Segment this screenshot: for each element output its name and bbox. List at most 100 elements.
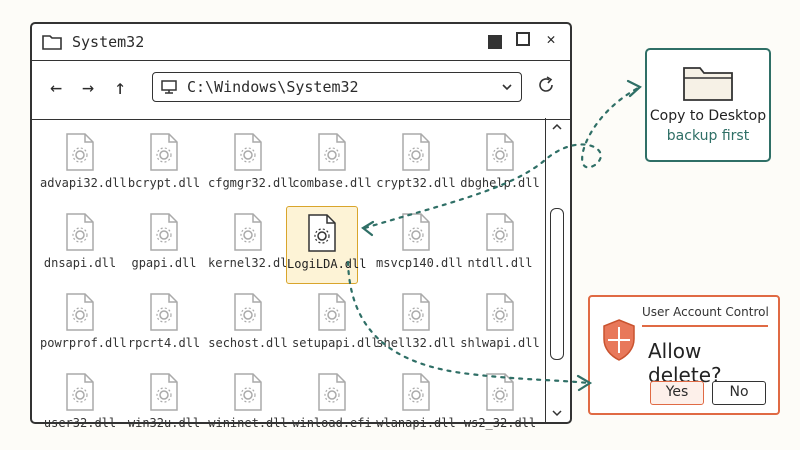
file-item[interactable]: bcrypt.dll xyxy=(124,132,204,204)
file-item[interactable]: setupapi.dll xyxy=(292,292,379,364)
file-item[interactable]: win32u.dll xyxy=(124,372,204,444)
dll-file-icon xyxy=(66,133,94,171)
minimize-button[interactable] xyxy=(488,32,502,49)
file-name: wininet.dll xyxy=(208,416,288,430)
dll-file-icon xyxy=(234,133,262,171)
file-name: LogiLDA.dll xyxy=(287,257,367,271)
file-name: rpcrt4.dll xyxy=(127,336,201,350)
forward-button[interactable]: → xyxy=(81,75,95,99)
file-item[interactable]: msvcp140.dll xyxy=(376,212,463,284)
file-item-selected[interactable]: LogiLDA.dll xyxy=(286,206,367,284)
dll-file-icon xyxy=(402,213,430,251)
file-item[interactable]: ws2_32.dll xyxy=(460,372,540,444)
dll-file-icon xyxy=(486,293,514,331)
file-name: msvcp140.dll xyxy=(376,256,463,270)
file-item[interactable]: advapi32.dll xyxy=(40,132,127,204)
file-name: crypt32.dll xyxy=(376,176,456,190)
yes-button[interactable]: Yes xyxy=(650,381,704,405)
computer-icon xyxy=(161,80,177,94)
dll-file-icon xyxy=(402,373,430,411)
dll-file-icon xyxy=(234,293,262,331)
dll-file-icon xyxy=(150,293,178,331)
file-name: ws2_32.dll xyxy=(463,416,537,430)
address-text: C:\Windows\System32 xyxy=(187,78,359,96)
file-name: dnsapi.dll xyxy=(43,256,117,270)
scroll-up-icon[interactable] xyxy=(551,122,563,132)
maximize-icon xyxy=(516,32,530,46)
file-item[interactable]: kernel32.dll xyxy=(208,212,295,284)
file-name: user32.dll xyxy=(43,416,117,430)
file-name: ntdll.dll xyxy=(467,256,533,270)
folder-icon xyxy=(683,67,733,101)
file-name: gpapi.dll xyxy=(131,256,197,270)
dll-file-icon xyxy=(66,213,94,251)
file-item[interactable]: cfgmgr32.dll xyxy=(208,132,295,204)
folder-icon xyxy=(42,35,62,50)
file-name: cfgmgr32.dll xyxy=(208,176,295,190)
file-name: advapi32.dll xyxy=(40,176,127,190)
up-button[interactable]: ↑ xyxy=(113,75,127,99)
navigation-bar: ← → ↑ C:\Windows\System32 xyxy=(32,60,570,120)
file-item[interactable]: winload.efi xyxy=(292,372,372,444)
dll-file-icon xyxy=(486,373,514,411)
file-item[interactable]: dbghelp.dll xyxy=(460,132,540,204)
file-item[interactable]: sechost.dll xyxy=(208,292,288,364)
address-field[interactable]: C:\Windows\System32 xyxy=(152,72,522,102)
file-item[interactable]: ntdll.dll xyxy=(460,212,540,284)
dll-file-icon xyxy=(402,293,430,331)
minimize-icon xyxy=(488,35,502,49)
file-name: bcrypt.dll xyxy=(127,176,201,190)
maximize-button[interactable] xyxy=(516,32,530,46)
file-item[interactable]: shell32.dll xyxy=(376,292,456,364)
file-name: sechost.dll xyxy=(208,336,288,350)
scroll-down-icon[interactable] xyxy=(551,408,563,418)
window-title: System32 xyxy=(72,33,145,51)
copy-label: Copy to Desktop xyxy=(649,108,767,124)
dll-file-icon xyxy=(66,293,94,331)
dll-file-icon xyxy=(308,214,336,252)
file-item[interactable]: wlanapi.dll xyxy=(376,372,456,444)
file-name: shell32.dll xyxy=(376,336,456,350)
dll-file-icon xyxy=(402,133,430,171)
file-item[interactable]: crypt32.dll xyxy=(376,132,456,204)
refresh-icon[interactable] xyxy=(536,75,556,95)
file-item[interactable]: wininet.dll xyxy=(208,372,288,444)
file-item[interactable]: shlwapi.dll xyxy=(460,292,540,364)
close-button[interactable]: ✕ xyxy=(546,30,556,48)
dll-file-icon xyxy=(66,373,94,411)
dll-file-icon xyxy=(318,373,346,411)
no-button[interactable]: No xyxy=(712,381,766,405)
back-button[interactable]: ← xyxy=(49,75,63,99)
dll-file-icon xyxy=(150,133,178,171)
copy-to-desktop-callout: Copy to Desktop backup first xyxy=(645,48,771,162)
file-item[interactable]: combase.dll xyxy=(292,132,372,204)
uac-divider xyxy=(642,325,768,327)
file-item[interactable]: powrprof.dll xyxy=(40,292,127,364)
dll-file-icon xyxy=(234,373,262,411)
file-name: win32u.dll xyxy=(127,416,201,430)
scrollbar-thumb[interactable] xyxy=(550,208,564,360)
file-name: setupapi.dll xyxy=(292,336,379,350)
file-item[interactable]: gpapi.dll xyxy=(124,212,204,284)
backup-note: backup first xyxy=(666,128,750,144)
file-name: wlanapi.dll xyxy=(376,416,456,430)
file-name: winload.efi xyxy=(292,416,372,430)
dll-file-icon xyxy=(318,293,346,331)
dll-file-icon xyxy=(234,213,262,251)
file-name: kernel32.dll xyxy=(208,256,295,270)
file-item[interactable]: user32.dll xyxy=(40,372,120,444)
file-name: powrprof.dll xyxy=(40,336,127,350)
vertical-scrollbar[interactable] xyxy=(545,118,570,422)
dll-file-icon xyxy=(318,133,346,171)
file-item[interactable]: dnsapi.dll xyxy=(40,212,120,284)
file-name: combase.dll xyxy=(292,176,372,190)
uac-title: User Account Control xyxy=(642,305,769,319)
chevron-down-icon[interactable] xyxy=(501,78,513,96)
uac-dialog: User Account Control Allow delete? Yes N… xyxy=(588,295,780,415)
file-name: shlwapi.dll xyxy=(460,336,540,350)
file-name: dbghelp.dll xyxy=(460,176,540,190)
dll-file-icon xyxy=(150,373,178,411)
shield-icon xyxy=(603,319,635,361)
file-item[interactable]: rpcrt4.dll xyxy=(124,292,204,364)
uac-question: Allow delete? xyxy=(648,339,722,387)
